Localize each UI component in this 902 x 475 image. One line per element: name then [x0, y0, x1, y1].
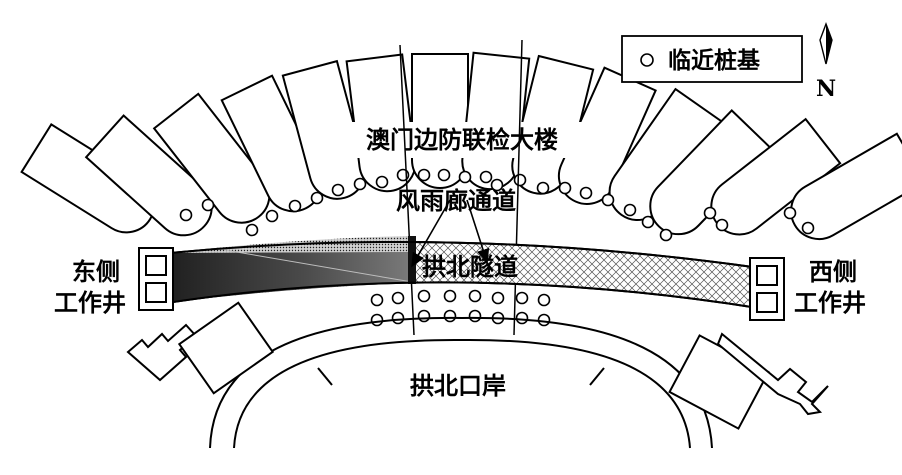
- pile-circle: [537, 293, 551, 307]
- pile-circle: [370, 313, 384, 327]
- pile-circle: [468, 309, 482, 323]
- pile-circle: [479, 170, 493, 184]
- pile-circle: [370, 293, 384, 307]
- pile-circle: [201, 198, 215, 212]
- pile-circle: [331, 183, 345, 197]
- pile-circle: [801, 221, 815, 235]
- west-shaft-label-line1: 西侧: [809, 257, 857, 286]
- pile-circle: [536, 181, 550, 195]
- north-arrow-fill-icon: [826, 24, 832, 64]
- pile-circle: [437, 168, 451, 182]
- pile-circle: [515, 311, 529, 325]
- pile-circle: [513, 173, 527, 187]
- pile-circle: [558, 181, 572, 195]
- legend-pile-icon: [640, 53, 654, 67]
- east-shaft-label-line1: 东侧: [72, 257, 120, 286]
- pile-circle: [179, 208, 193, 222]
- pile-circle: [245, 223, 259, 237]
- pile-circle: [391, 291, 405, 305]
- pile-circle: [783, 206, 797, 220]
- north-arrow: N: [816, 22, 836, 102]
- building-block: [790, 132, 902, 240]
- building-pile-group: [179, 168, 815, 242]
- border-inspection-building-blocks: [20, 51, 902, 240]
- pile-circle: [375, 175, 389, 189]
- pile-circle: [353, 177, 367, 191]
- pile-circle: [265, 209, 279, 223]
- pile-circle: [443, 289, 457, 303]
- pile-circle: [601, 193, 615, 207]
- pile-circle: [515, 291, 529, 305]
- pile-circle: [443, 309, 457, 323]
- pile-circle: [310, 191, 324, 205]
- pile-circle: [623, 203, 637, 217]
- pile-circle: [490, 178, 504, 192]
- building-block: [411, 53, 469, 189]
- east-shaft-label-line2: 工作井: [54, 288, 126, 317]
- pile-circle: [391, 311, 405, 325]
- tunnel-pile-group: [370, 289, 551, 327]
- title-background: [332, 122, 582, 158]
- tunnel-dark-section: [170, 252, 412, 302]
- legend-box: [621, 35, 803, 83]
- tunnel-divider-line: [224, 249, 413, 283]
- legend: 临近桩基: [621, 35, 803, 83]
- pile-circle: [417, 168, 431, 182]
- legend-label: 临近桩基: [668, 47, 761, 74]
- pile-circle: [417, 289, 431, 303]
- pile-circle: [641, 215, 655, 229]
- pile-circle: [537, 313, 551, 327]
- pile-circle: [458, 170, 472, 184]
- west-side-structure: [668, 332, 829, 430]
- west-shaft-label-line2: 工作井: [794, 288, 866, 317]
- port-label: 拱北口岸: [410, 371, 506, 400]
- building-title: 澳门边防联检大楼: [366, 125, 558, 154]
- tunnel-label: 拱北隧道: [422, 252, 518, 281]
- east-working-shaft: [138, 247, 174, 311]
- pile-circle: [288, 199, 302, 213]
- pile-circle: [715, 218, 729, 232]
- corridor-arrow-left: [411, 199, 451, 268]
- corridor-outline: [399, 39, 523, 336]
- pile-circle: [417, 309, 431, 323]
- west-working-shaft: [749, 257, 785, 321]
- pile-circle: [659, 228, 673, 242]
- corridor-label: 风雨廊通道: [396, 186, 516, 215]
- pile-circle: [579, 186, 593, 200]
- pile-circle: [491, 291, 505, 305]
- pile-circle: [468, 289, 482, 303]
- pile-circle: [703, 206, 717, 220]
- corridor-arrow-right: [466, 199, 490, 264]
- corridor-arrows: [411, 199, 490, 268]
- building-block: [649, 109, 774, 236]
- north-label: N: [816, 76, 836, 102]
- east-side-structure: [126, 301, 275, 395]
